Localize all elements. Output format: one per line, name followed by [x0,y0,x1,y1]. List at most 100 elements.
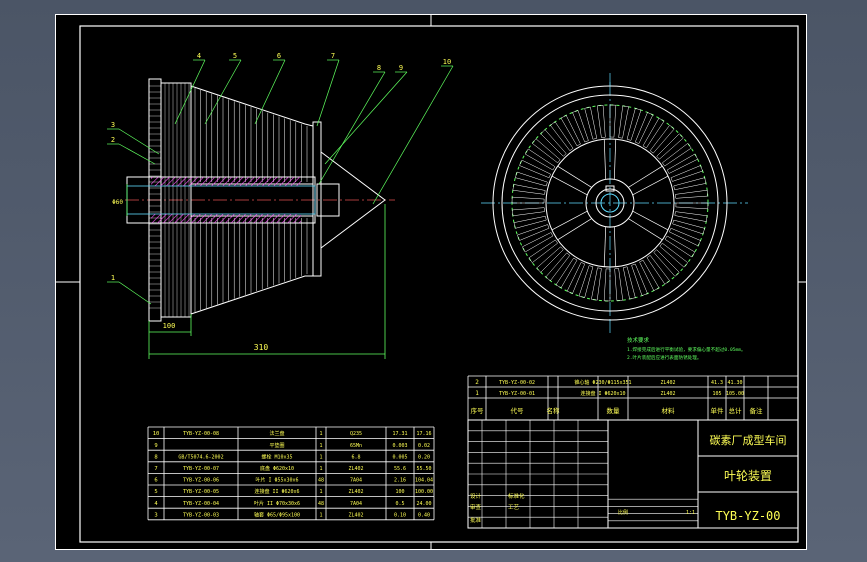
bom-total: 17.16 [416,431,431,437]
front-spoke [632,175,669,196]
front-blade [664,235,696,258]
front-blade [669,227,701,247]
front-blade [649,124,675,154]
bom-mat: ZL402 [660,380,675,386]
bom-unit: 41.3 [711,380,723,386]
backplate-ribs [149,85,161,309]
side-dimensions [126,184,386,359]
callout-leader [324,71,408,165]
tb-part-name: 叶轮装置 [724,469,772,483]
front-blade [656,133,684,160]
front-blade [642,117,665,149]
blades-upper [194,88,308,182]
front-blade [584,106,598,140]
bom-qty: 1 [319,443,322,449]
blades-lower [194,218,308,312]
bom-header-cell: 序号 [471,406,485,415]
front-blade [566,262,586,294]
front-blade [531,138,561,164]
front-blade [522,232,554,253]
callout-leader [204,59,242,125]
bom-total: 0.40 [418,512,430,518]
cone-upper [190,85,314,185]
front-blade [673,177,707,191]
bom-total: 55.50 [416,466,431,472]
bom-name: 叶片 I Φ55x30x6 [255,477,298,484]
bom-header-cell: 代号 [511,406,525,415]
front-blade [675,189,709,199]
front-flange [312,121,322,277]
bom-qty: 1 [319,454,322,460]
front-blade [511,196,545,204]
front-blade [646,255,671,285]
bom-total: 0.20 [418,454,430,460]
bom-code: TYB-YZ-00-03 [183,512,219,518]
front-blade [666,153,698,174]
front-spoke [557,165,592,188]
nose-cone [320,151,386,249]
front-blade [675,202,709,210]
hub-ribs [164,83,190,317]
callout-leader [254,59,286,125]
bom-mat: ZL402 [660,391,675,397]
bom-no: 8 [154,454,157,460]
bom-mat: ZL402 [348,489,363,495]
bom-no: 9 [154,443,157,449]
front-blades [511,104,709,302]
tech-notes-title: 技术要求 [627,336,650,344]
bom-total: 41.30 [727,380,742,386]
front-blade [674,211,708,222]
bom-unit: 105 [712,391,721,397]
front-blade [672,219,705,235]
front-spoke [557,218,592,241]
callout-leader [318,71,386,185]
tb-approve-label: 批准 [470,516,482,524]
tech-note-1: 1.焊接完成后进行平衡试验，要求偏心量不超过0.05mm。 [627,346,746,353]
tb-check-label: 审查 [470,503,482,511]
bom-qty: 1 [319,512,322,518]
front-blade [528,239,558,264]
shaft-key-hatch2 [151,214,301,223]
hub-bore [595,188,625,218]
bom-total: 0.02 [418,443,430,449]
callout-number: 2 [111,136,115,144]
bom-mat: 7A04 [350,501,362,507]
bom-code: TYB-YZ-00-05 [183,489,219,495]
bom-mat: Q235 [350,431,362,437]
front-spoke [613,139,617,180]
front-blade [513,215,547,229]
cone-lower [190,215,314,315]
bom-no: 7 [154,466,157,472]
dim-hub-length: 100 [163,322,176,330]
bom-total: 100.00 [415,489,433,495]
front-blade [572,110,589,143]
front-view [481,73,748,333]
bom-name: 轴套 Φ65/Φ95x100 [254,511,300,518]
bom-header-cell: 总计 [729,406,743,415]
bom-code: TYB-YZ-00-02 [499,380,535,386]
callout-leader [174,59,206,125]
bom-header-cell: 单件 [711,406,725,415]
bom-no: 10 [153,431,160,437]
hub-sleeve [160,82,192,318]
bom-no: 5 [154,489,157,495]
callout-leader [118,281,152,305]
bom-header-cell: 备注 [750,406,764,415]
tb-scale-value: 1:1 [686,510,695,516]
bom-name: 底盘 Φ620x10 [260,465,294,472]
front-blade [578,265,594,298]
callout-leader [316,59,340,127]
bom-code: TYB-YZ-00-04 [183,501,219,507]
callout-leader [372,65,454,205]
sheet-border-inner [79,25,799,543]
side-view [125,78,395,322]
callout-number: 5 [233,52,237,60]
bom-unit: 17.31 [392,431,407,437]
front-blade [596,104,606,138]
front-blade [614,268,624,302]
bom-mat: 6.8 [351,454,360,460]
bom-unit: 100 [395,489,404,495]
bom-code: GB/T5074.6-2002 [178,454,223,460]
